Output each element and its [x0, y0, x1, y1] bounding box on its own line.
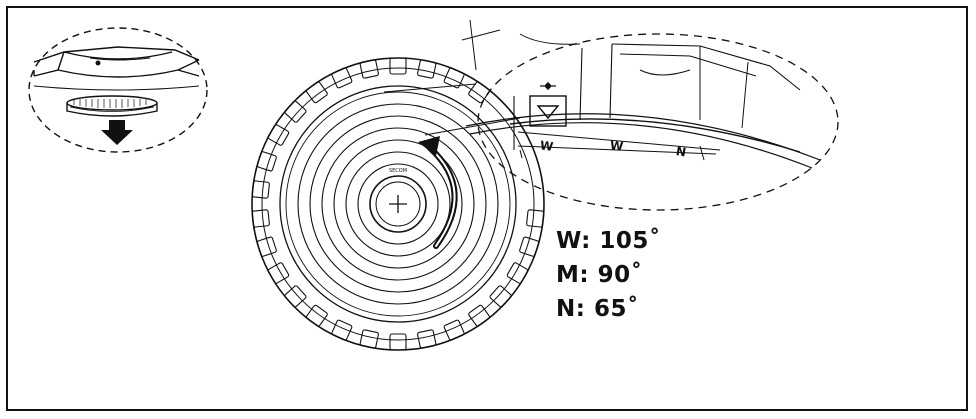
- rim-tabs: [251, 57, 545, 351]
- lens-marking: SECOM: [389, 168, 407, 174]
- pointer-box: [529, 95, 567, 127]
- mark-w2: W: [609, 138, 624, 153]
- mark-w1: W: [539, 138, 554, 154]
- angle-medium: M: 90˚: [556, 262, 643, 288]
- angle-settings: W: 105˚ M: 90˚ N: 65˚: [556, 224, 661, 326]
- dome-removal-inset: [28, 27, 208, 153]
- zoom-callout: [383, 19, 839, 211]
- angle-narrow: N: 65˚: [556, 296, 639, 322]
- rotate-arrow-icon: [418, 136, 458, 249]
- pointer-triangle-icon: [536, 105, 560, 120]
- center-crosshair: [389, 195, 407, 213]
- diagram-frame: [6, 6, 968, 411]
- angle-wide: W: 105˚: [556, 228, 661, 254]
- mark-n: N: [675, 144, 687, 160]
- ring-marks: W W N: [539, 138, 687, 159]
- down-arrow-icon: [101, 120, 133, 145]
- callout-dashed-ellipse: [477, 33, 839, 211]
- inset-dashed-ellipse: [28, 27, 208, 153]
